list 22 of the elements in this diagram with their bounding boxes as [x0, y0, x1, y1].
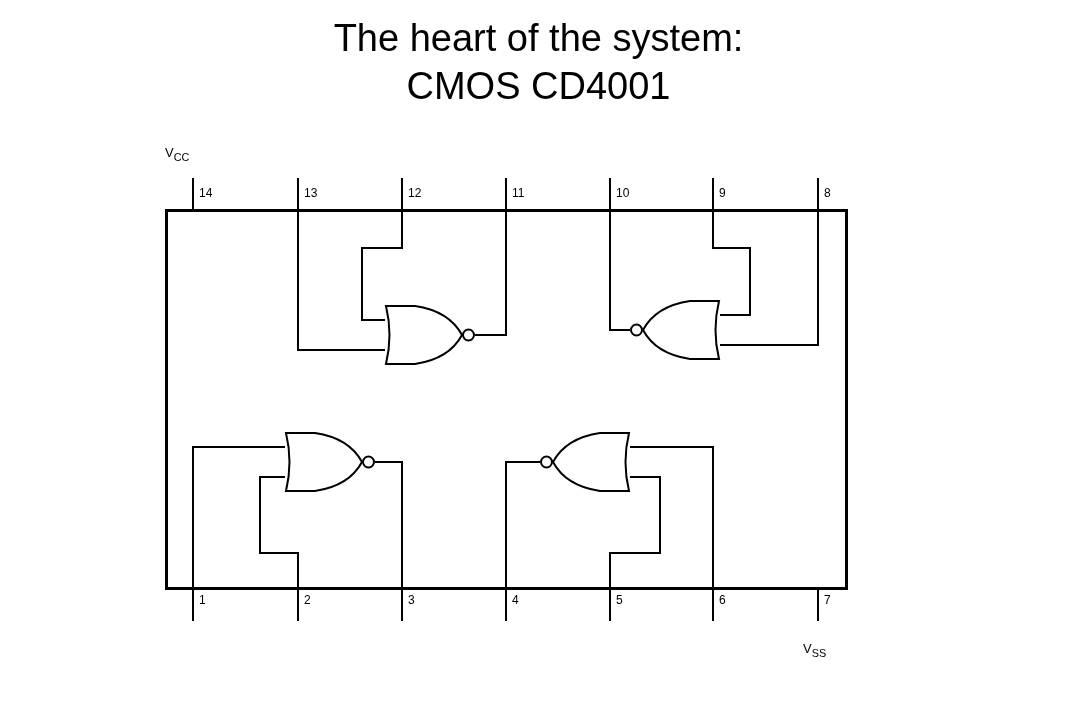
- supply-label: V$_{SS}$: [803, 641, 827, 661]
- nor-gate-symbol: [630, 300, 720, 360]
- pin-number: 9: [719, 186, 726, 200]
- pin-number: 6: [719, 593, 726, 607]
- nor-gate-symbol: [385, 305, 475, 365]
- pin-number: 8: [824, 186, 831, 200]
- pin-number: 12: [408, 186, 422, 200]
- chip-outline: [165, 209, 848, 590]
- nor-gate-symbol: [285, 432, 375, 492]
- pin-number: 2: [304, 593, 311, 607]
- supply-label: V$_{CC}$: [165, 145, 190, 165]
- pin-number: 4: [512, 593, 519, 607]
- pin-number: 11: [512, 186, 525, 200]
- title: The heart of the system: CMOS CD4001: [332, 16, 745, 109]
- pin-number: 5: [616, 593, 623, 607]
- pin-number: 14: [199, 186, 213, 200]
- pin-number: 7: [824, 593, 831, 607]
- pin-number: 10: [616, 186, 630, 200]
- pin-number: 3: [408, 593, 415, 607]
- pin-number: 1: [199, 593, 206, 607]
- nor-gate-symbol: [540, 432, 630, 492]
- pin-number: 13: [304, 186, 318, 200]
